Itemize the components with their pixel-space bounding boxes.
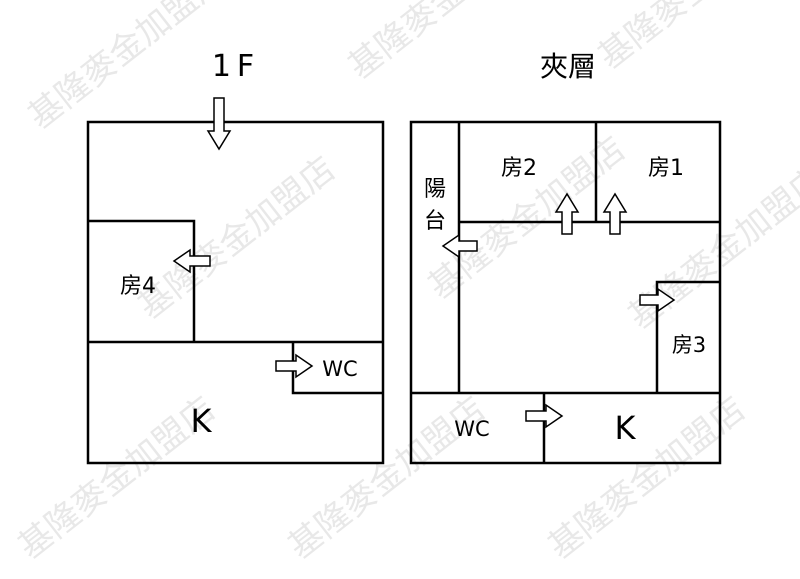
room4-walls: [88, 219, 196, 342]
balcony-label-bottom: 台: [424, 209, 446, 234]
room2-door-arrow-up: [554, 192, 580, 235]
watermark-text: 基隆麥金加盟店: [541, 389, 753, 567]
room3-door-arrow-right: [639, 287, 676, 313]
wc-door-arrow-right: [275, 353, 314, 379]
watermark-text: 基隆麥金加盟店: [281, 389, 493, 567]
wc-label: WC: [322, 357, 357, 381]
mezzanine-kitchen-label: K: [615, 409, 637, 447]
mezzanine-floor-plan: 陽 台 房2 房1 房3 WC K: [409, 120, 722, 465]
first-floor-outer-wall: [86, 120, 385, 465]
balcony-label-top: 陽: [424, 177, 446, 202]
room1-door-arrow-up: [602, 192, 628, 235]
balcony-door-arrow-left: [441, 233, 478, 259]
mezzanine-wc-label: WC: [454, 417, 489, 441]
room1-label: 房1: [648, 156, 684, 181]
room4-door-arrow-left: [172, 248, 211, 274]
entrance-arrow-down: [206, 97, 232, 151]
watermark-text: 基隆麥金加盟店: [591, 0, 800, 77]
watermark-text: 基隆麥金加盟店: [621, 159, 800, 337]
first-floor-plan: 房4 WC K: [86, 97, 385, 465]
first-floor-title: 1F: [212, 49, 260, 84]
mezzanine-outer-wall: [409, 120, 722, 465]
watermark-text: 基隆麥金加盟店: [131, 149, 343, 327]
watermark-text: 基隆麥金加盟店: [341, 0, 553, 87]
room4-label: 房4: [120, 274, 156, 299]
room2-label: 房2: [501, 156, 537, 181]
wc-walls: [291, 342, 383, 395]
kitchen-label: K: [191, 402, 213, 440]
mezzanine-title: 夾層: [540, 50, 596, 83]
kitchen-door-arrow-right: [525, 403, 564, 429]
room3-walls: [655, 280, 720, 393]
room3-label: 房3: [672, 333, 706, 357]
watermark-text: 基隆麥金加盟店: [21, 0, 233, 137]
